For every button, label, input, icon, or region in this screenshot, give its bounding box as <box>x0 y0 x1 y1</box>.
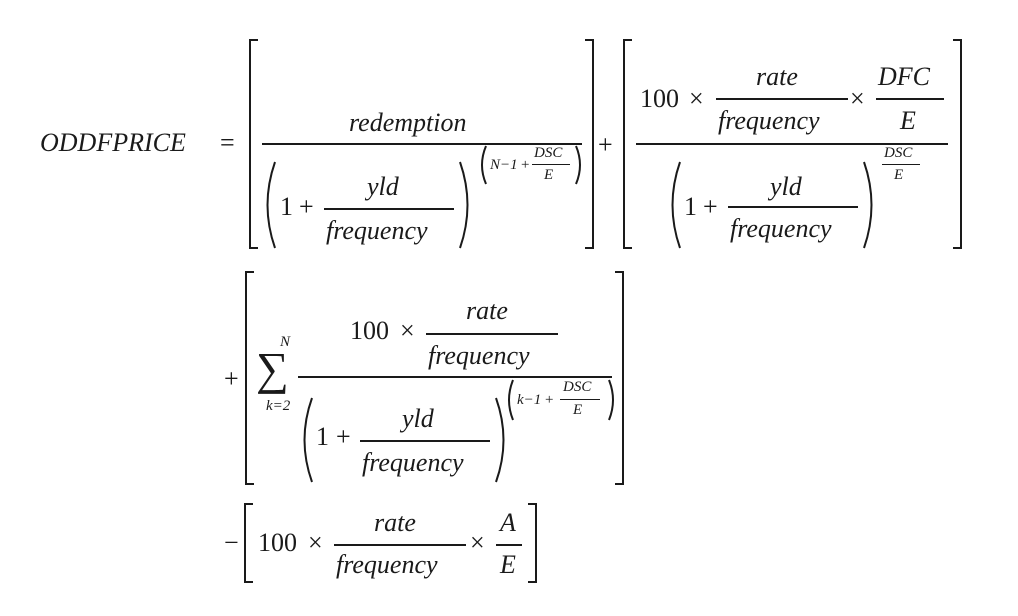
plus-sign: + <box>521 157 530 173</box>
fraction-bar <box>334 544 466 546</box>
numerator-redemption: redemption <box>349 108 467 137</box>
bracket-right <box>585 39 594 249</box>
bracket-right <box>615 271 624 485</box>
function-name: ODDFPRICE <box>40 128 186 157</box>
paren-left <box>266 161 276 249</box>
bracket-left <box>249 39 258 249</box>
hundred: 100 <box>350 316 389 345</box>
paren-right <box>575 145 581 185</box>
paren-right <box>863 161 873 249</box>
frequency-label: frequency <box>326 216 428 245</box>
plus-sign: + <box>598 130 613 159</box>
paren-left <box>481 145 487 185</box>
plus-sign: + <box>336 422 351 451</box>
sum-upper-limit: N <box>280 334 291 350</box>
yld-label: yld <box>367 172 399 201</box>
fraction-bar <box>496 544 522 546</box>
times-sign: × <box>400 316 415 345</box>
one: 1 <box>316 422 329 451</box>
hundred: 100 <box>640 84 679 113</box>
fraction-bar <box>882 164 920 165</box>
bracket-right <box>528 503 537 583</box>
bracket-left <box>245 271 254 485</box>
bracket-right <box>953 39 962 249</box>
dsc-label: DSC <box>534 145 563 161</box>
rate-label: rate <box>756 62 798 91</box>
frequency-label: frequency <box>362 448 464 477</box>
fraction-bar <box>728 206 858 208</box>
a-label: A <box>500 508 516 537</box>
fraction-bar <box>298 376 612 378</box>
e-label: E <box>544 167 554 183</box>
bracket-left <box>623 39 632 249</box>
fraction-bar <box>532 164 570 165</box>
times-sign: × <box>470 528 485 557</box>
e-label: E <box>500 550 516 579</box>
bracket-left <box>244 503 253 583</box>
fraction-bar <box>360 440 490 442</box>
fraction-bar <box>324 208 454 210</box>
frequency-label: frequency <box>336 550 438 579</box>
fraction-bar <box>426 333 558 335</box>
dsc-label: DSC <box>884 145 913 161</box>
e-label: E <box>900 106 916 135</box>
rate-label: rate <box>466 296 508 325</box>
fraction-bar <box>636 143 948 145</box>
exponent-k-minus-1: k−1 <box>517 392 542 408</box>
e-label: E <box>894 167 904 183</box>
times-sign: × <box>308 528 323 557</box>
yld-label: yld <box>770 172 802 201</box>
equals-sign: = <box>220 128 235 157</box>
minus-sign: − <box>224 528 239 557</box>
sum-lower-limit: k=2 <box>266 398 291 414</box>
fraction-bar <box>262 143 582 145</box>
dfc-label: DFC <box>878 62 930 91</box>
paren-right <box>459 161 469 249</box>
dsc-label: DSC <box>563 379 592 395</box>
rate-label: rate <box>374 508 416 537</box>
fraction-bar <box>876 98 944 100</box>
yld-label: yld <box>402 404 434 433</box>
paren-right <box>495 397 505 483</box>
paren-left <box>671 161 681 249</box>
frequency-label: frequency <box>718 106 820 135</box>
hundred: 100 <box>258 528 297 557</box>
one: 1 <box>280 192 293 221</box>
plus-sign: + <box>299 192 314 221</box>
fraction-bar <box>716 98 848 100</box>
frequency-label: frequency <box>730 214 832 243</box>
plus-sign: + <box>703 192 718 221</box>
times-sign: × <box>689 84 704 113</box>
times-sign: × <box>850 84 865 113</box>
e-label: E <box>573 402 583 418</box>
fraction-bar <box>560 399 600 400</box>
paren-right <box>608 379 614 421</box>
paren-left <box>303 397 313 483</box>
plus-sign: + <box>224 364 239 393</box>
paren-left <box>508 379 514 421</box>
frequency-label: frequency <box>428 341 530 370</box>
exponent-n-minus-1: N−1 <box>490 157 518 173</box>
one: 1 <box>684 192 697 221</box>
plus-sign: + <box>545 392 554 408</box>
summation-icon: ∑ <box>256 343 289 394</box>
